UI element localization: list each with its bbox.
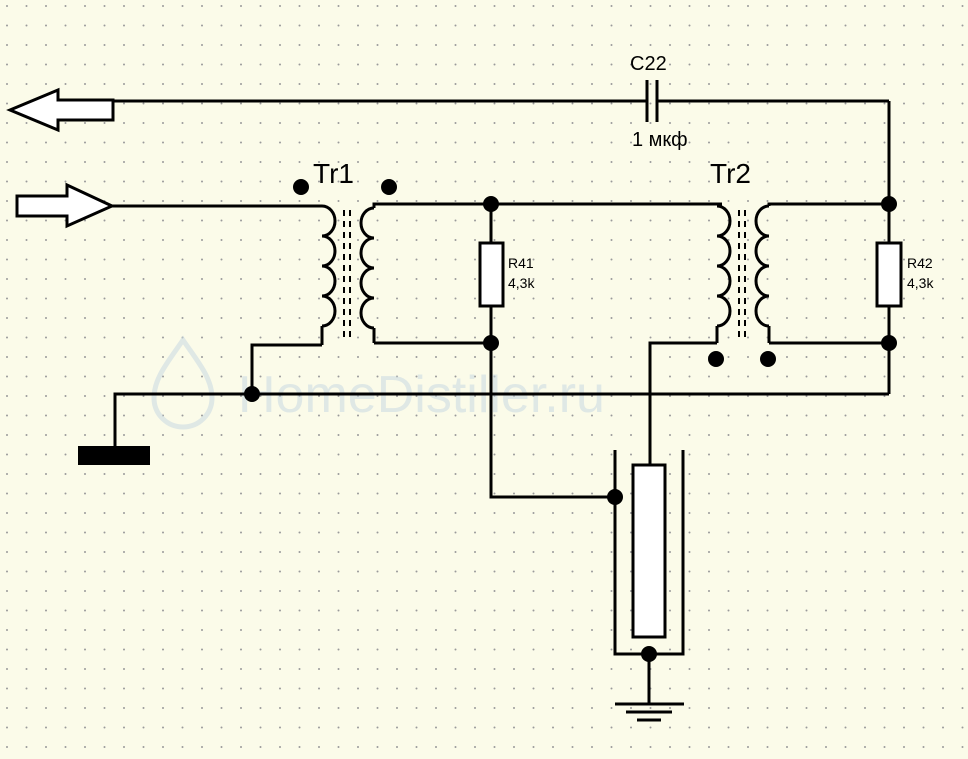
- label-r42-name: R42: [907, 255, 933, 271]
- resistor-r41: [478, 204, 505, 343]
- junction-dot: [881, 196, 897, 212]
- sensor-probe: [613, 450, 685, 722]
- output-arrow: [6, 87, 115, 133]
- label-r41-value: 4,3k: [508, 275, 535, 291]
- junction-dot: [641, 646, 657, 662]
- tr1-secondary-top-wire: [372, 202, 722, 208]
- label-r42-value: 4,3k: [907, 275, 934, 291]
- transformer-tr1: [293, 179, 397, 345]
- capacitor-c22: [113, 80, 889, 122]
- label-r41-name: R41: [508, 255, 534, 271]
- tr2-secondary-top-wire: [767, 202, 889, 206]
- tr1-primary-return: [250, 343, 322, 394]
- label-tr2: Tr2: [710, 158, 751, 189]
- input-arrow: [15, 182, 116, 229]
- transformer-tr2: [708, 204, 776, 367]
- label-c22-name: C22: [630, 53, 667, 75]
- junction-dot: [483, 335, 499, 351]
- label-c22-value: 1 мкф: [632, 129, 688, 151]
- tr2-primary-to-sensor: [648, 341, 717, 465]
- junction-dot: [607, 489, 623, 505]
- junction-dot: [483, 196, 499, 212]
- label-tr1: Tr1: [313, 158, 354, 189]
- ground-plate: [78, 446, 150, 465]
- droplet-icon: [151, 335, 215, 430]
- junction-dot: [244, 386, 260, 402]
- ground-bus: [113, 392, 889, 448]
- junction-dot: [881, 335, 897, 351]
- junctions: [244, 196, 897, 662]
- r41-to-sensor-wire: [489, 343, 615, 499]
